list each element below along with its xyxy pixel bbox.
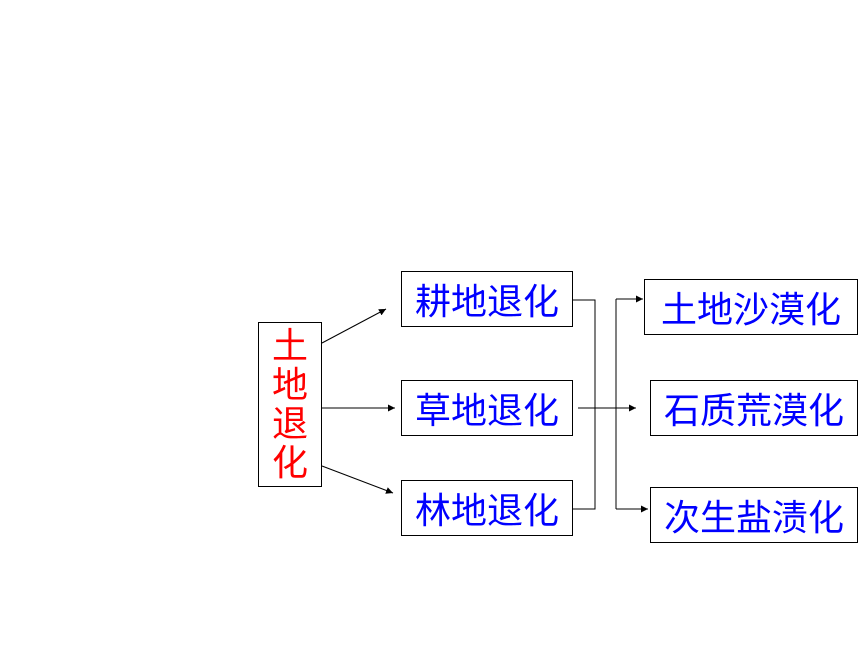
root-node-land-degradation: 土 地 退 化 [258,322,322,487]
root-char-1: 土 [271,325,308,367]
arrow-root-to-farmland [321,308,387,344]
node-desertification: 土地沙漠化 [644,279,858,335]
node-label: 耕地退化 [414,282,559,323]
node-secondary-salinization: 次生盐渍化 [650,487,858,543]
root-char-4: 化 [271,442,308,484]
node-rocky-desertification: 石质荒漠化 [650,380,858,436]
node-grassland-degradation: 草地退化 [401,380,573,436]
node-label: 次生盐渍化 [663,498,844,539]
bracket-middle-group [573,299,596,510]
root-char-2: 地 [271,364,308,406]
root-char-3: 退 [271,403,308,445]
node-farmland-degradation: 耕地退化 [401,271,573,327]
node-forest-degradation: 林地退化 [401,480,573,536]
node-label: 土地沙漠化 [660,290,841,331]
node-label: 草地退化 [414,391,559,432]
node-label: 石质荒漠化 [663,391,844,432]
node-label: 林地退化 [414,491,559,532]
arrow-root-to-forest [321,465,394,494]
